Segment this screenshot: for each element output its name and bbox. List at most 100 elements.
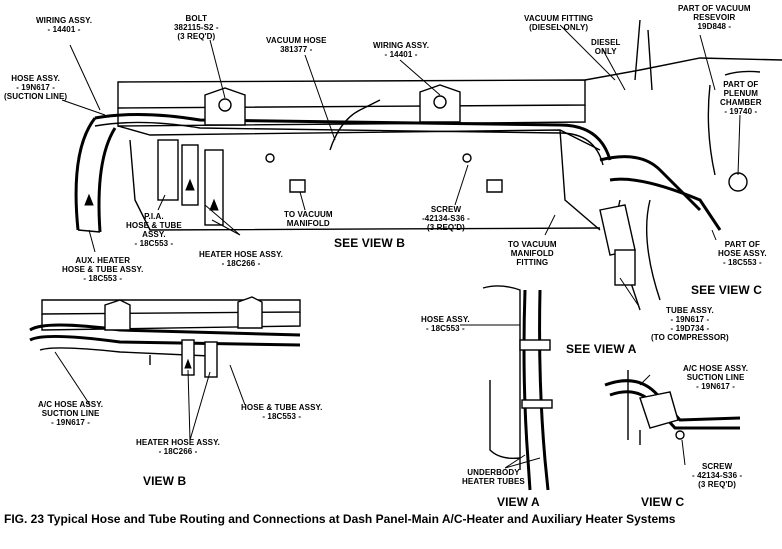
label-line: 382115-S2 - — [174, 23, 219, 32]
dash-panel-face — [117, 105, 586, 127]
label-vacuum-reservoir: PART OF VACUUM RESEVOIR 19D848 - — [678, 4, 751, 31]
label-vacuum-hose: VACUUM HOSE 381377 - — [266, 36, 327, 54]
label-line: PART OF VACUUM — [678, 4, 751, 13]
label-line: - 18C553 - — [722, 258, 762, 267]
label-hose-assy-mid: HOSE ASSY. - 18C553 - — [421, 315, 470, 333]
label-screw-viewc: SCREW - 42134-S36 - (3 REQ'D) — [692, 462, 742, 489]
label-line: MANIFOLD — [510, 249, 554, 258]
label-line: - 42134-S36 - — [692, 471, 743, 480]
viewa-frame — [482, 285, 521, 470]
label-line: TUBE ASSY. — [665, 306, 714, 315]
label-line: PLENUM — [723, 89, 758, 98]
label-to-vacuum-manifold: TO VACUUM MANIFOLD — [284, 210, 333, 228]
vacuum-reservoir-hose — [707, 84, 716, 176]
label-line: HOSE ASSY. — [421, 315, 470, 324]
label-line: SCREW — [430, 205, 462, 214]
label-hose-tube-viewb: HOSE & TUBE ASSY. - 18C553 - — [241, 403, 322, 421]
label-line: VACUUM FITTING — [524, 14, 594, 23]
viewb-connectors — [181, 339, 218, 378]
label-line: (3 REQ'D) — [698, 480, 737, 489]
label-wiring-assy-left: WIRING ASSY. - 14401 - — [36, 16, 92, 34]
label-line: 19D848 - — [697, 22, 732, 31]
label-view-b: VIEW B — [143, 474, 187, 488]
label-line: 381377 - — [280, 45, 313, 54]
label-ac-hose-left: A/C HOSE ASSY. SUCTION LINE - 19N617 - — [38, 400, 103, 427]
label-line: HOSE & TUBE — [126, 221, 182, 230]
label-heater-hose-top: HEATER HOSE ASSY. - 18C266 - — [199, 250, 283, 268]
label-diesel-only: DIESEL ONLY — [591, 38, 621, 56]
label-line: SCREW — [701, 462, 733, 471]
label-line: HOSE & TUBE ASSY. — [62, 265, 144, 274]
tube-bundle-2 — [94, 121, 604, 166]
label-line: HEATER HOSE ASSY. — [199, 250, 283, 259]
label-line: - 18C266 - — [221, 259, 261, 268]
reservoir-edge — [724, 70, 761, 76]
label-hose-assy-suction: HOSE ASSY. - 19N617 - (SUCTION LINE) — [4, 74, 67, 101]
label-line: PART OF — [724, 240, 760, 249]
label-line: HEATER TUBES — [462, 477, 525, 486]
label-line: TO VACUUM — [284, 210, 333, 219]
label-line: CHAMBER — [720, 98, 762, 107]
label-line: - 18C266 - — [158, 447, 198, 456]
label-line: VACUUM HOSE — [266, 36, 327, 45]
label-line: FITTING — [516, 258, 549, 267]
label-line: HOSE ASSY. — [11, 74, 60, 83]
label-line: - 19N617 - — [51, 418, 90, 427]
label-line: HEATER HOSE ASSY. — [136, 438, 220, 447]
bolt-bracket-mid — [419, 84, 461, 123]
label-line: A/C HOSE ASSY. — [683, 364, 749, 373]
label-line: - 19D734 - — [670, 324, 710, 333]
label-line: - 18C553 - — [425, 324, 465, 333]
label-line: (3 REQ'D) — [177, 32, 216, 41]
vacuum-hose-line — [329, 99, 381, 151]
label-screw-top: SCREW -42134-S36 - (3 REQ'D) — [422, 205, 470, 232]
lower-panel — [129, 139, 601, 231]
viewc-bracket — [639, 391, 679, 429]
viewb-tube-2 — [29, 334, 301, 347]
label-line: A/C HOSE ASSY. — [38, 400, 104, 409]
label-see-view-c: SEE VIEW C — [691, 283, 763, 297]
label-line: -42134-S36 - — [422, 214, 470, 223]
screw-head-1 — [265, 153, 275, 163]
label-line: HOSE & TUBE ASSY. — [241, 403, 323, 412]
label-plenum-chamber: PART OF PLENUM CHAMBER - 19740 - — [720, 80, 762, 116]
tube-right-1 — [599, 155, 702, 212]
label-line: DIESEL — [591, 38, 621, 47]
label-line: (TO COMPRESSOR) — [651, 333, 729, 342]
label-to-vacuum-manifold-fitting: TO VACUUM MANIFOLD FITTING — [508, 240, 557, 267]
viewb-tube-3 — [39, 347, 211, 357]
label-aux-heater: AUX. HEATER HOSE & TUBE ASSY. - 18C553 - — [62, 256, 143, 283]
main-view-drawing — [74, 19, 782, 311]
tube-right-2 — [609, 177, 722, 231]
label-underbody: UNDERBODY HEATER TUBES — [462, 468, 525, 486]
label-view-c: VIEW C — [641, 495, 685, 509]
vacuum-fitting-lines — [634, 19, 653, 91]
label-line: P.I.A. — [144, 212, 164, 221]
label-tube-assy: TUBE ASSY. - 19N617 - - 19D734 - (TO COM… — [651, 306, 729, 342]
label-see-view-b: SEE VIEW B — [334, 236, 406, 250]
viewc-frame — [627, 370, 641, 445]
clip-1 — [289, 179, 306, 193]
label-pia-hose-tube: P.I.A. HOSE & TUBE ASSY. - 18C553 - — [126, 212, 182, 248]
label-line: - 19N617 - — [670, 315, 710, 324]
label-wiring-assy-mid: WIRING ASSY. - 14401 - — [373, 41, 429, 59]
tube-right-down-2 — [645, 199, 661, 301]
label-line: - 18C553 - — [262, 412, 302, 421]
plenum-port — [728, 172, 748, 192]
label-line: BOLT — [185, 14, 208, 23]
compressor-fitting — [599, 204, 636, 286]
label-ac-hose-right: A/C HOSE ASSY. SUCTION LINE - 19N617 - — [683, 364, 748, 391]
viewa-clamp-2 — [521, 399, 553, 409]
label-see-view-a: SEE VIEW A — [566, 342, 637, 356]
label-line: ASSY. — [142, 230, 166, 239]
lower-panel-right — [559, 129, 601, 231]
leader-lines — [54, 24, 741, 469]
label-line: HOSE ASSY. — [718, 249, 767, 258]
label-bolt: BOLT 382115-S2 - (3 REQ'D) — [174, 14, 219, 41]
label-line: UNDERBODY — [467, 468, 520, 477]
label-line: SUCTION LINE — [686, 373, 745, 382]
label-line: ONLY — [594, 47, 617, 56]
label-line: (3 REQ'D) — [426, 223, 465, 232]
view-c-drawing — [604, 370, 741, 445]
